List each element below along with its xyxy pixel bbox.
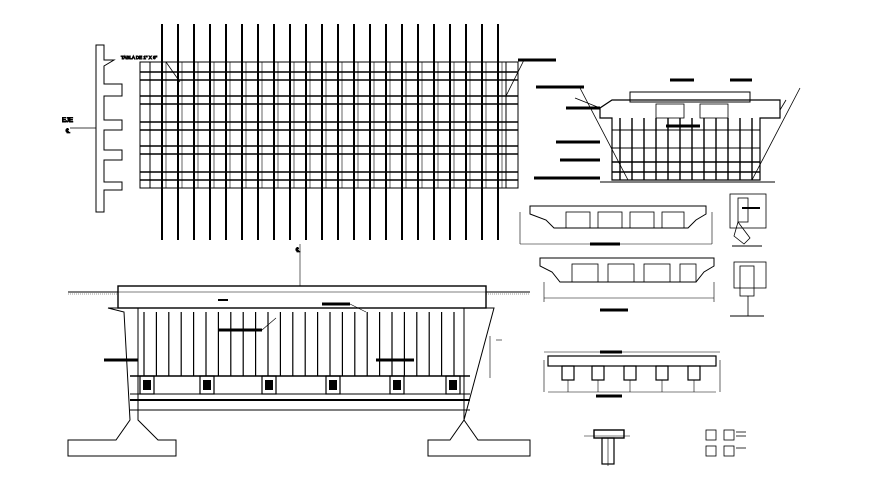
plan-axis-symbol: ℄ xyxy=(65,129,70,135)
detail-pier-upper xyxy=(729,193,767,247)
elevation-shores xyxy=(143,312,455,376)
plan-joists xyxy=(161,24,503,240)
elevation-view: ℄ xyxy=(67,244,531,457)
abutment-left xyxy=(67,307,177,457)
plan-slab-outline xyxy=(139,61,519,189)
cross-section-main xyxy=(534,78,801,183)
plan-side-profile xyxy=(95,44,123,213)
elevation-sills xyxy=(139,375,461,395)
detail-pier-lower xyxy=(730,261,767,317)
box-girder-section-b xyxy=(539,257,715,312)
abutment-right xyxy=(427,307,531,457)
plan-stringers xyxy=(140,71,518,181)
plan-view: EJE ℄ TABLA DE 1" X 6" xyxy=(62,24,556,240)
box-girder-section-a xyxy=(519,205,713,246)
plan-callout-label: TABLA DE 1" X 6" xyxy=(121,55,158,60)
transverse-section xyxy=(543,350,721,398)
plan-axis-label: EJE xyxy=(62,118,73,124)
joint-details xyxy=(705,429,746,457)
elevation-axis-symbol: ℄ xyxy=(295,248,300,254)
t-beam-detail xyxy=(584,429,630,466)
